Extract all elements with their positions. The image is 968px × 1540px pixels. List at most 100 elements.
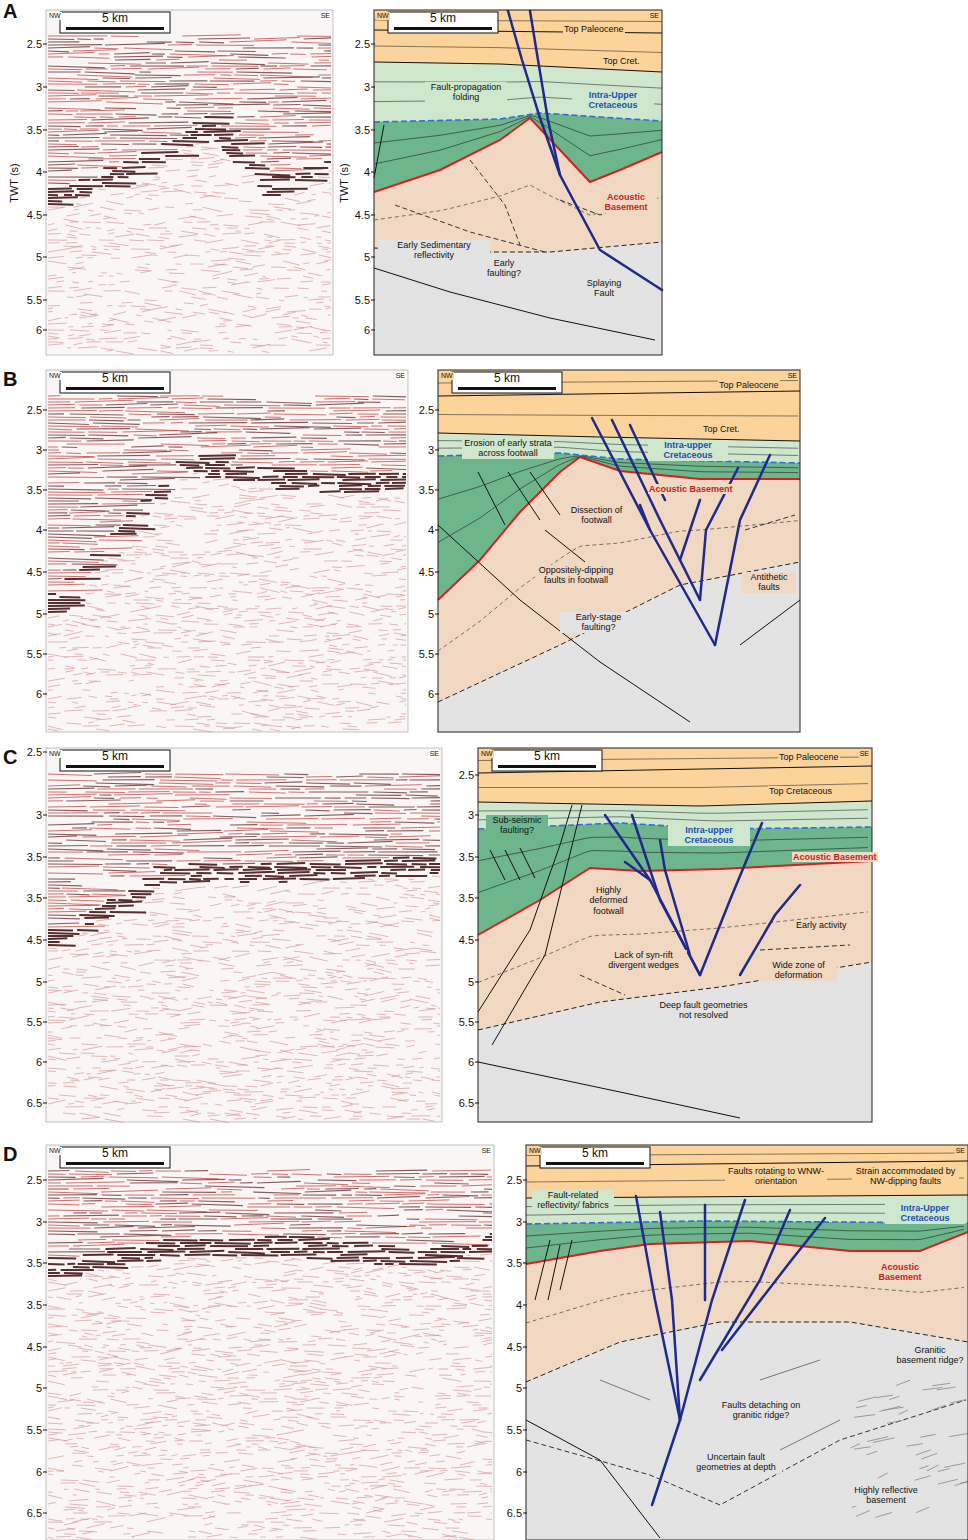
panel-frame xyxy=(526,1145,968,1540)
axis-tick-mark xyxy=(475,775,479,776)
annotation: Early activity xyxy=(795,920,848,930)
axis-tick: 3 xyxy=(36,81,42,94)
fault-line xyxy=(478,805,572,1012)
annotation: Strain accommodated by NW-dipping faults xyxy=(852,1166,959,1187)
panel-letter: A xyxy=(3,0,17,23)
seismic-reflections xyxy=(48,773,440,925)
scale-bar xyxy=(458,387,556,390)
axis-title: TWT (s) xyxy=(338,163,351,203)
annotation: Acoustic Basement xyxy=(648,484,734,494)
axis-tick-mark xyxy=(43,982,47,983)
axis-tick-mark xyxy=(435,614,439,615)
layer-line xyxy=(374,82,662,89)
axis-tick-mark xyxy=(371,330,375,331)
axis-tick: 6 xyxy=(364,324,370,337)
axis-tick-mark xyxy=(43,1263,47,1264)
axis-tick-mark xyxy=(523,1430,527,1431)
axis-tick: 3.5 xyxy=(459,892,474,905)
annotation: Uncertain fault geometries at depth xyxy=(690,1452,782,1473)
horizon-line xyxy=(438,562,800,702)
major-fault xyxy=(722,1218,825,1350)
scale-label: 5 km xyxy=(102,1147,128,1161)
seismic-reflections xyxy=(48,117,331,205)
annotation: Top Cret. xyxy=(702,424,741,434)
orientation-label: SE xyxy=(320,12,331,20)
major-fault xyxy=(640,505,650,530)
annotation: Top Paleocene xyxy=(718,380,780,390)
axis-tick: 5.5 xyxy=(419,648,434,661)
axis-tick: 3.5 xyxy=(27,1257,42,1270)
annotation: Top Cretaceous xyxy=(768,786,833,796)
axis-title: TWT (s) xyxy=(8,163,21,203)
scale-label: 5 km xyxy=(430,12,456,26)
annotation: Top Paleocene xyxy=(563,24,625,34)
scale-label: 5 km xyxy=(582,1147,608,1161)
axis-tick-mark xyxy=(43,1472,47,1473)
axis-tick-mark xyxy=(43,257,47,258)
axis-tick-mark xyxy=(523,1347,527,1348)
axis-tick-mark xyxy=(435,450,439,451)
fault-line xyxy=(492,805,582,1045)
annotation: Erosion of early strata across footwall xyxy=(462,438,554,459)
axis-tick: 6.5 xyxy=(27,1507,42,1520)
annotation: Fault-related reflectivity/ fabrics xyxy=(532,1190,614,1211)
axis-tick: 3.5 xyxy=(459,851,474,864)
axis-tick: 5 xyxy=(364,251,370,264)
axis-tick-mark xyxy=(43,450,47,451)
axis-tick-mark xyxy=(43,1513,47,1514)
axis-tick: 2.5 xyxy=(27,38,42,51)
axis-tick: 6 xyxy=(468,1056,474,1069)
layer-line xyxy=(438,415,798,416)
panel-frame xyxy=(478,748,872,1122)
axis-tick-mark xyxy=(435,530,439,531)
axis-tick: 3 xyxy=(364,81,370,94)
fault-line xyxy=(526,1400,966,1505)
axis-tick-mark xyxy=(43,130,47,131)
axis-tick: 3.5 xyxy=(27,124,42,137)
annotation: Antithetic faults xyxy=(742,572,796,593)
axis-tick-mark xyxy=(43,1222,47,1223)
fault-line xyxy=(438,525,690,722)
axis-tick-mark xyxy=(43,330,47,331)
axis-tick-mark xyxy=(43,1180,47,1181)
fault-line xyxy=(760,1360,820,1380)
axis-tick-mark xyxy=(523,1180,527,1181)
fault-line xyxy=(520,848,535,878)
fault-line xyxy=(560,1240,572,1290)
major-fault xyxy=(652,1420,680,1505)
layer-line xyxy=(374,185,662,220)
annotation: Oppositely-dipping faults in footwall xyxy=(535,565,617,586)
axis-tick-mark xyxy=(435,410,439,411)
axis-tick: 4.5 xyxy=(459,934,474,947)
scale-box xyxy=(452,372,562,393)
axis-tick: 6 xyxy=(516,1466,522,1479)
panel-frame xyxy=(438,370,800,732)
scale-label: 5 km xyxy=(534,750,560,764)
annotation: Intra-upper Cretaceous xyxy=(668,825,750,846)
fault-line xyxy=(780,1420,840,1450)
axis-tick: 4 xyxy=(428,524,434,537)
seismic-reflections xyxy=(48,396,406,591)
axis-tick: 3 xyxy=(516,1216,522,1229)
seismic-frame xyxy=(46,748,442,1122)
axis-tick-mark xyxy=(475,982,479,983)
seismic-frame xyxy=(46,370,408,732)
strata-fill xyxy=(478,748,872,806)
fault-line xyxy=(535,1240,550,1300)
layer-line xyxy=(478,810,868,814)
seismic-reflections xyxy=(48,1234,492,1276)
seismic-reflections xyxy=(48,38,331,184)
axis-tick-mark xyxy=(43,752,47,753)
axis-tick-mark xyxy=(43,940,47,941)
axis-tick-mark xyxy=(523,1513,527,1514)
axis-tick: 3.5 xyxy=(419,484,434,497)
axis-tick: 5.5 xyxy=(27,294,42,307)
axis-tick-mark xyxy=(43,1430,47,1431)
seismic-reflections xyxy=(48,857,440,945)
axis-tick-mark xyxy=(435,572,439,573)
axis-tick: 4.5 xyxy=(27,566,42,579)
orientation-label: NW xyxy=(376,12,390,20)
strata-fill xyxy=(438,433,800,463)
